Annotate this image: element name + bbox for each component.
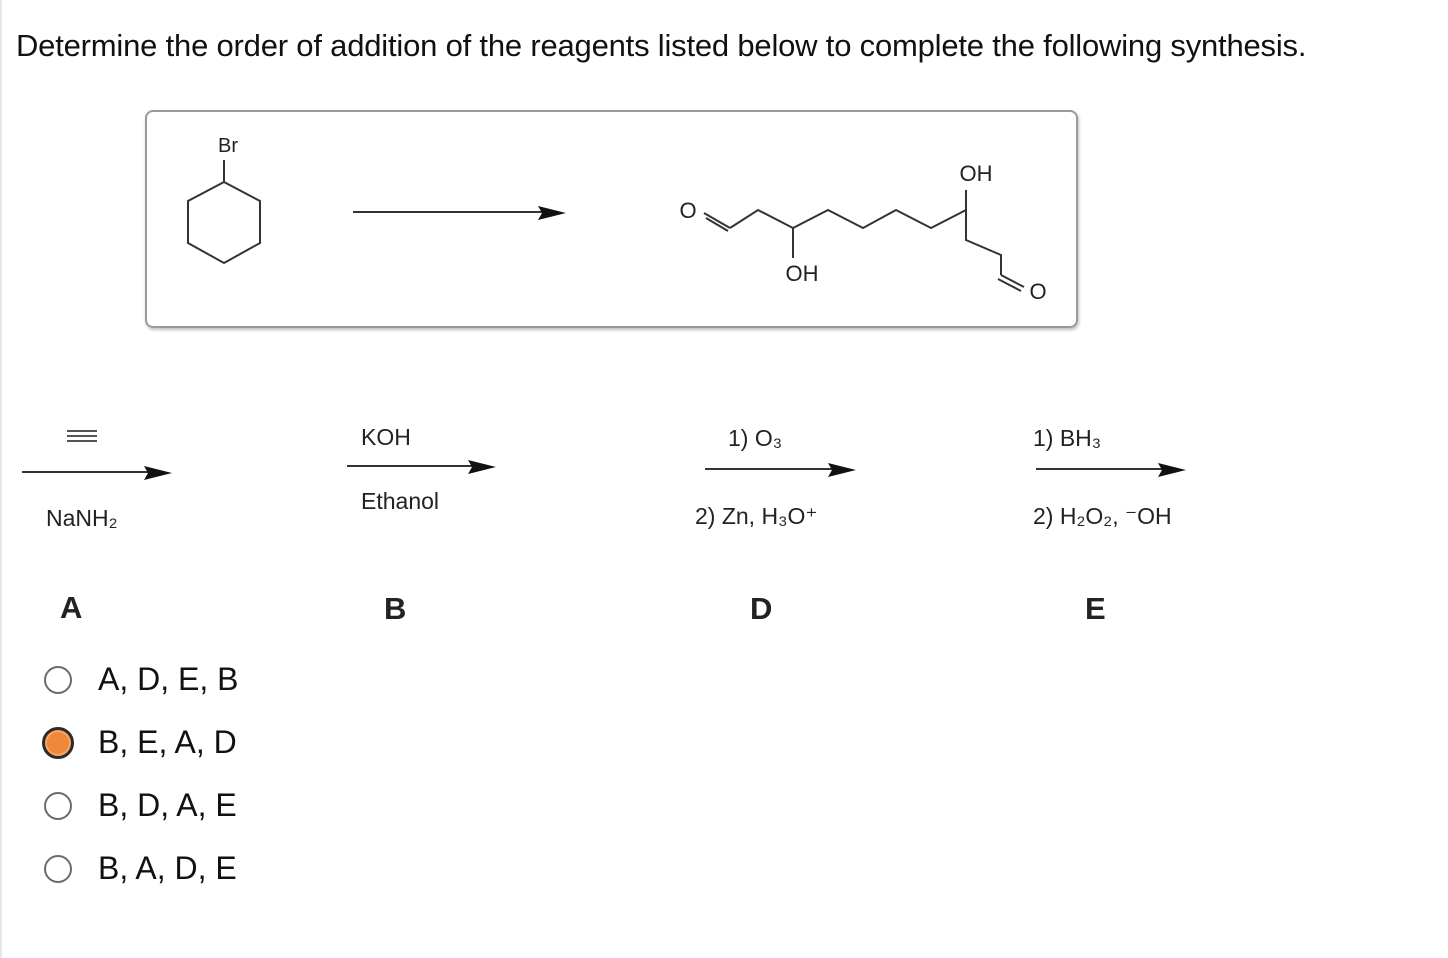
reagent-d-arrow [705,463,856,477]
option-3[interactable]: B, D, A, E [44,774,238,837]
radio-button-icon[interactable] [44,665,72,694]
radio-button-icon[interactable] [44,854,72,883]
reagent-b-arrow [347,460,496,474]
reagent-e-arrow [1036,463,1186,477]
reagent-e-top-label: 1) BH₃ [1033,425,1102,451]
option-label: B, A, D, E [98,850,237,886]
option-4[interactable]: B, A, D, E [44,837,238,900]
radio-button-icon[interactable] [44,791,72,820]
answer-options: A, D, E, B B, E, A, D B, D, A, E B, A, D… [42,648,238,900]
option-label: B, E, A, D [98,724,237,760]
option-1[interactable]: A, D, E, B [44,648,238,711]
reagent-e-bottom-label: 2) H₂O₂, ⁻OH [1033,503,1172,529]
reagent-d-top-label: 1) O₃ [728,425,783,451]
reagent-e-letter: E [1085,591,1106,626]
reagent-a-arrow [22,466,172,480]
reagent-b-top-label: KOH [361,424,411,450]
reagent-b-bottom-label: Ethanol [361,488,440,514]
radio-button-selected-icon[interactable] [42,726,74,759]
reagent-a-top-label: ≡ [64,418,76,441]
page-left-border [0,0,2,958]
option-label: B, D, A, E [98,787,237,823]
reagent-b-letter: B [384,591,407,626]
reagent-d-letter: D [750,591,773,626]
option-2[interactable]: B, E, A, D [42,711,238,774]
synthesis-scheme-box [145,110,1078,328]
reagent-a-bottom-label: NaNH₂ [46,505,118,531]
reagent-d-bottom-label: 2) Zn, H₃O⁺ [695,503,818,529]
option-label: A, D, E, B [98,661,239,697]
question-text: Determine the order of addition of the r… [16,28,1307,63]
reagent-a-letter: A [60,590,83,625]
